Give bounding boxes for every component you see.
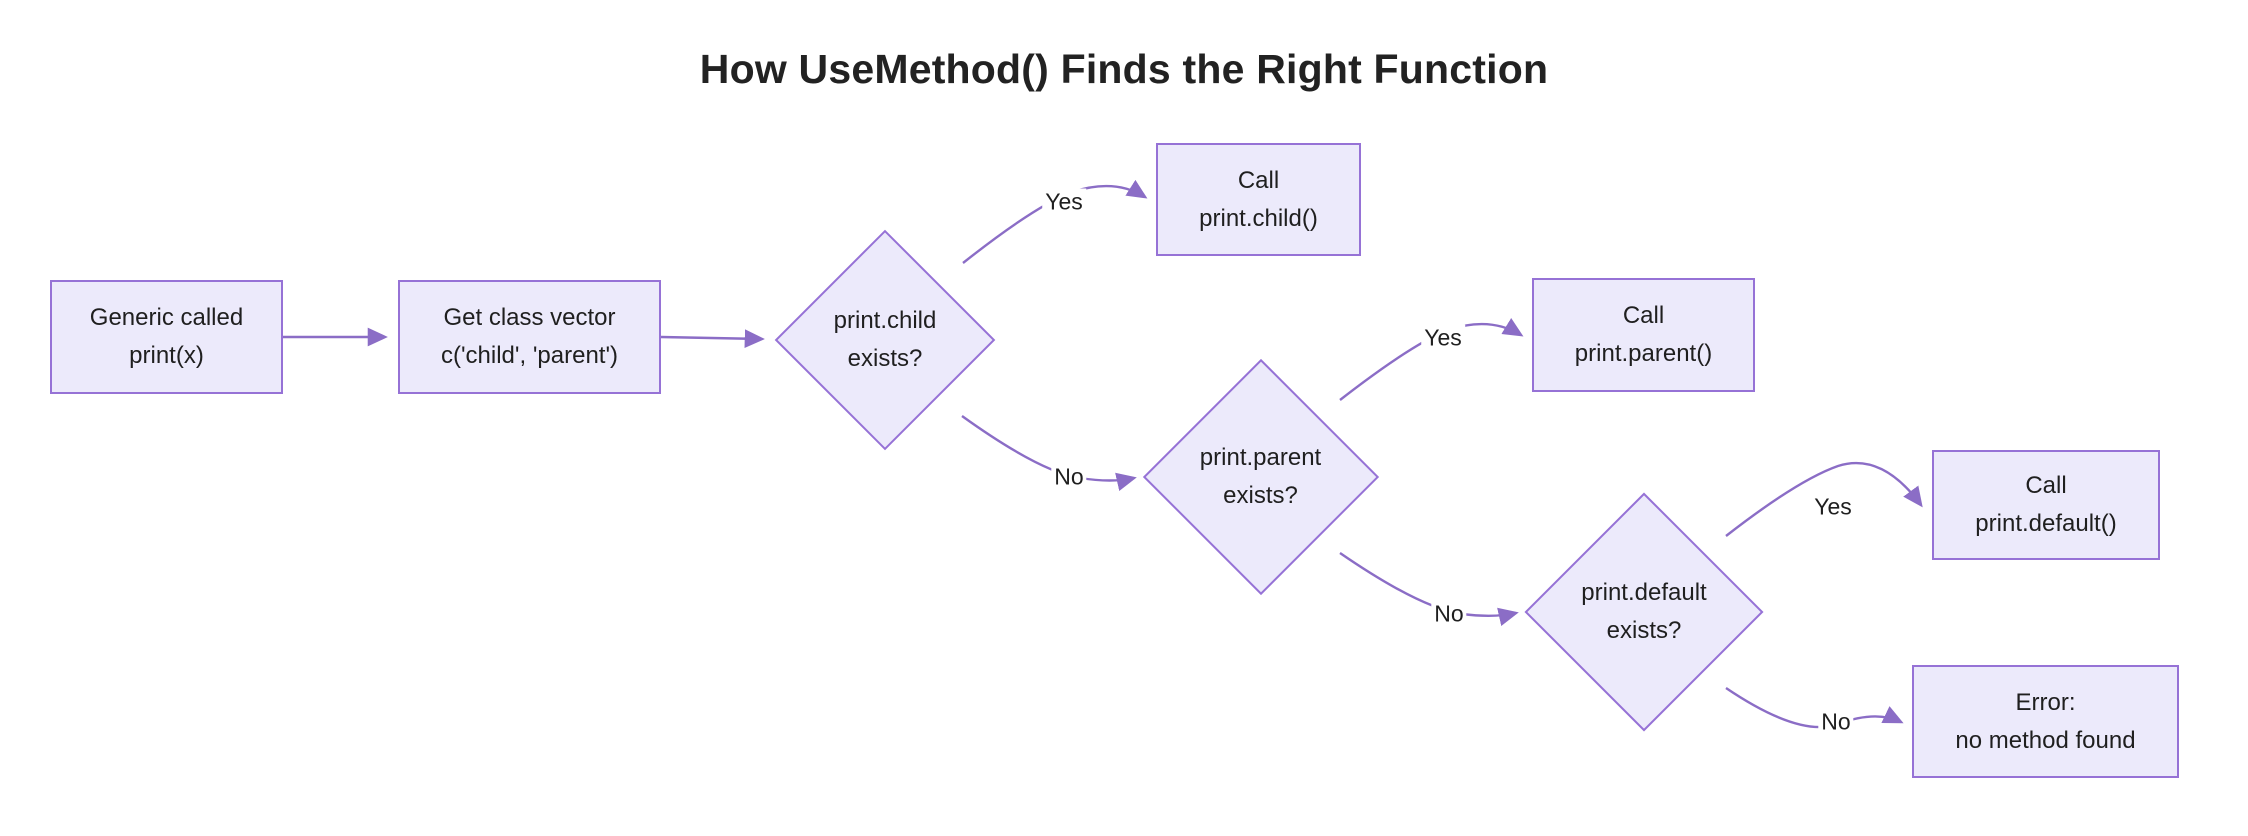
node-print-default-exists-line1: print.default (1581, 579, 1707, 607)
node-call-print-child-line1: Call (1237, 166, 1280, 194)
node-error-no-method-line1: Error: (2015, 688, 2076, 716)
page-title: How UseMethod() Finds the Right Function (699, 46, 1549, 92)
print-child-diamond-label: print.child exists? (834, 302, 937, 378)
node-print-child-exists-line2: exists? (847, 345, 923, 372)
node-call-print-parent-line2: print.parent() (1574, 340, 1713, 367)
node-print-parent-exists[interactable]: print.parent exists? (1142, 358, 1379, 595)
node-call-print-default-line1: Call (2025, 472, 2067, 500)
node-error-no-method[interactable]: Error: no method found (1912, 665, 2179, 778)
edge-label-parent-no: No (1431, 600, 1467, 628)
node-generic-called[interactable]: Generic called print(x) (50, 280, 283, 394)
node-error-no-method-line2: no method found (1955, 726, 2136, 754)
edge-label-child-no: No (1051, 463, 1087, 491)
edge-label-child-yes: Yes (1042, 188, 1086, 216)
edge-classvector-to-childexists (660, 329, 765, 349)
print-default-diamond-label: print.default exists? (1581, 574, 1706, 650)
edge-label-parent-yes: Yes (1421, 324, 1465, 352)
print-parent-diamond-label: print.parent exists? (1200, 439, 1321, 515)
node-print-parent-exists-line2: exists? (1223, 481, 1298, 509)
node-generic-called-line1: Generic called (89, 304, 244, 332)
edge-label-default-yes: Yes (1811, 493, 1855, 521)
node-call-print-child[interactable]: Call print.child() (1156, 143, 1361, 256)
node-get-class-vector-line2: c('child', 'parent') (440, 342, 619, 369)
node-print-default-exists-line2: exists? (1606, 617, 1682, 644)
node-print-default-exists[interactable]: print.default exists? (1524, 492, 1764, 732)
node-get-class-vector[interactable]: Get class vector c('child', 'parent') (398, 280, 661, 394)
node-print-parent-exists-line1: print.parent (1199, 443, 1322, 471)
node-call-print-default-line2: print.default() (1975, 510, 2117, 537)
node-call-print-default[interactable]: Call print.default() (1932, 450, 2160, 560)
node-print-child-exists[interactable]: print.child exists? (774, 229, 996, 451)
node-generic-called-line2: print(x) (129, 342, 204, 369)
node-call-print-parent[interactable]: Call print.parent() (1532, 278, 1755, 392)
node-call-print-parent-line1: Call (1622, 302, 1665, 330)
node-call-print-child-line2: print.child() (1199, 204, 1318, 232)
node-print-child-exists-line1: print.child (833, 307, 937, 335)
node-get-class-vector-line1: Get class vector (443, 304, 616, 332)
edge-label-default-no: No (1818, 708, 1854, 736)
